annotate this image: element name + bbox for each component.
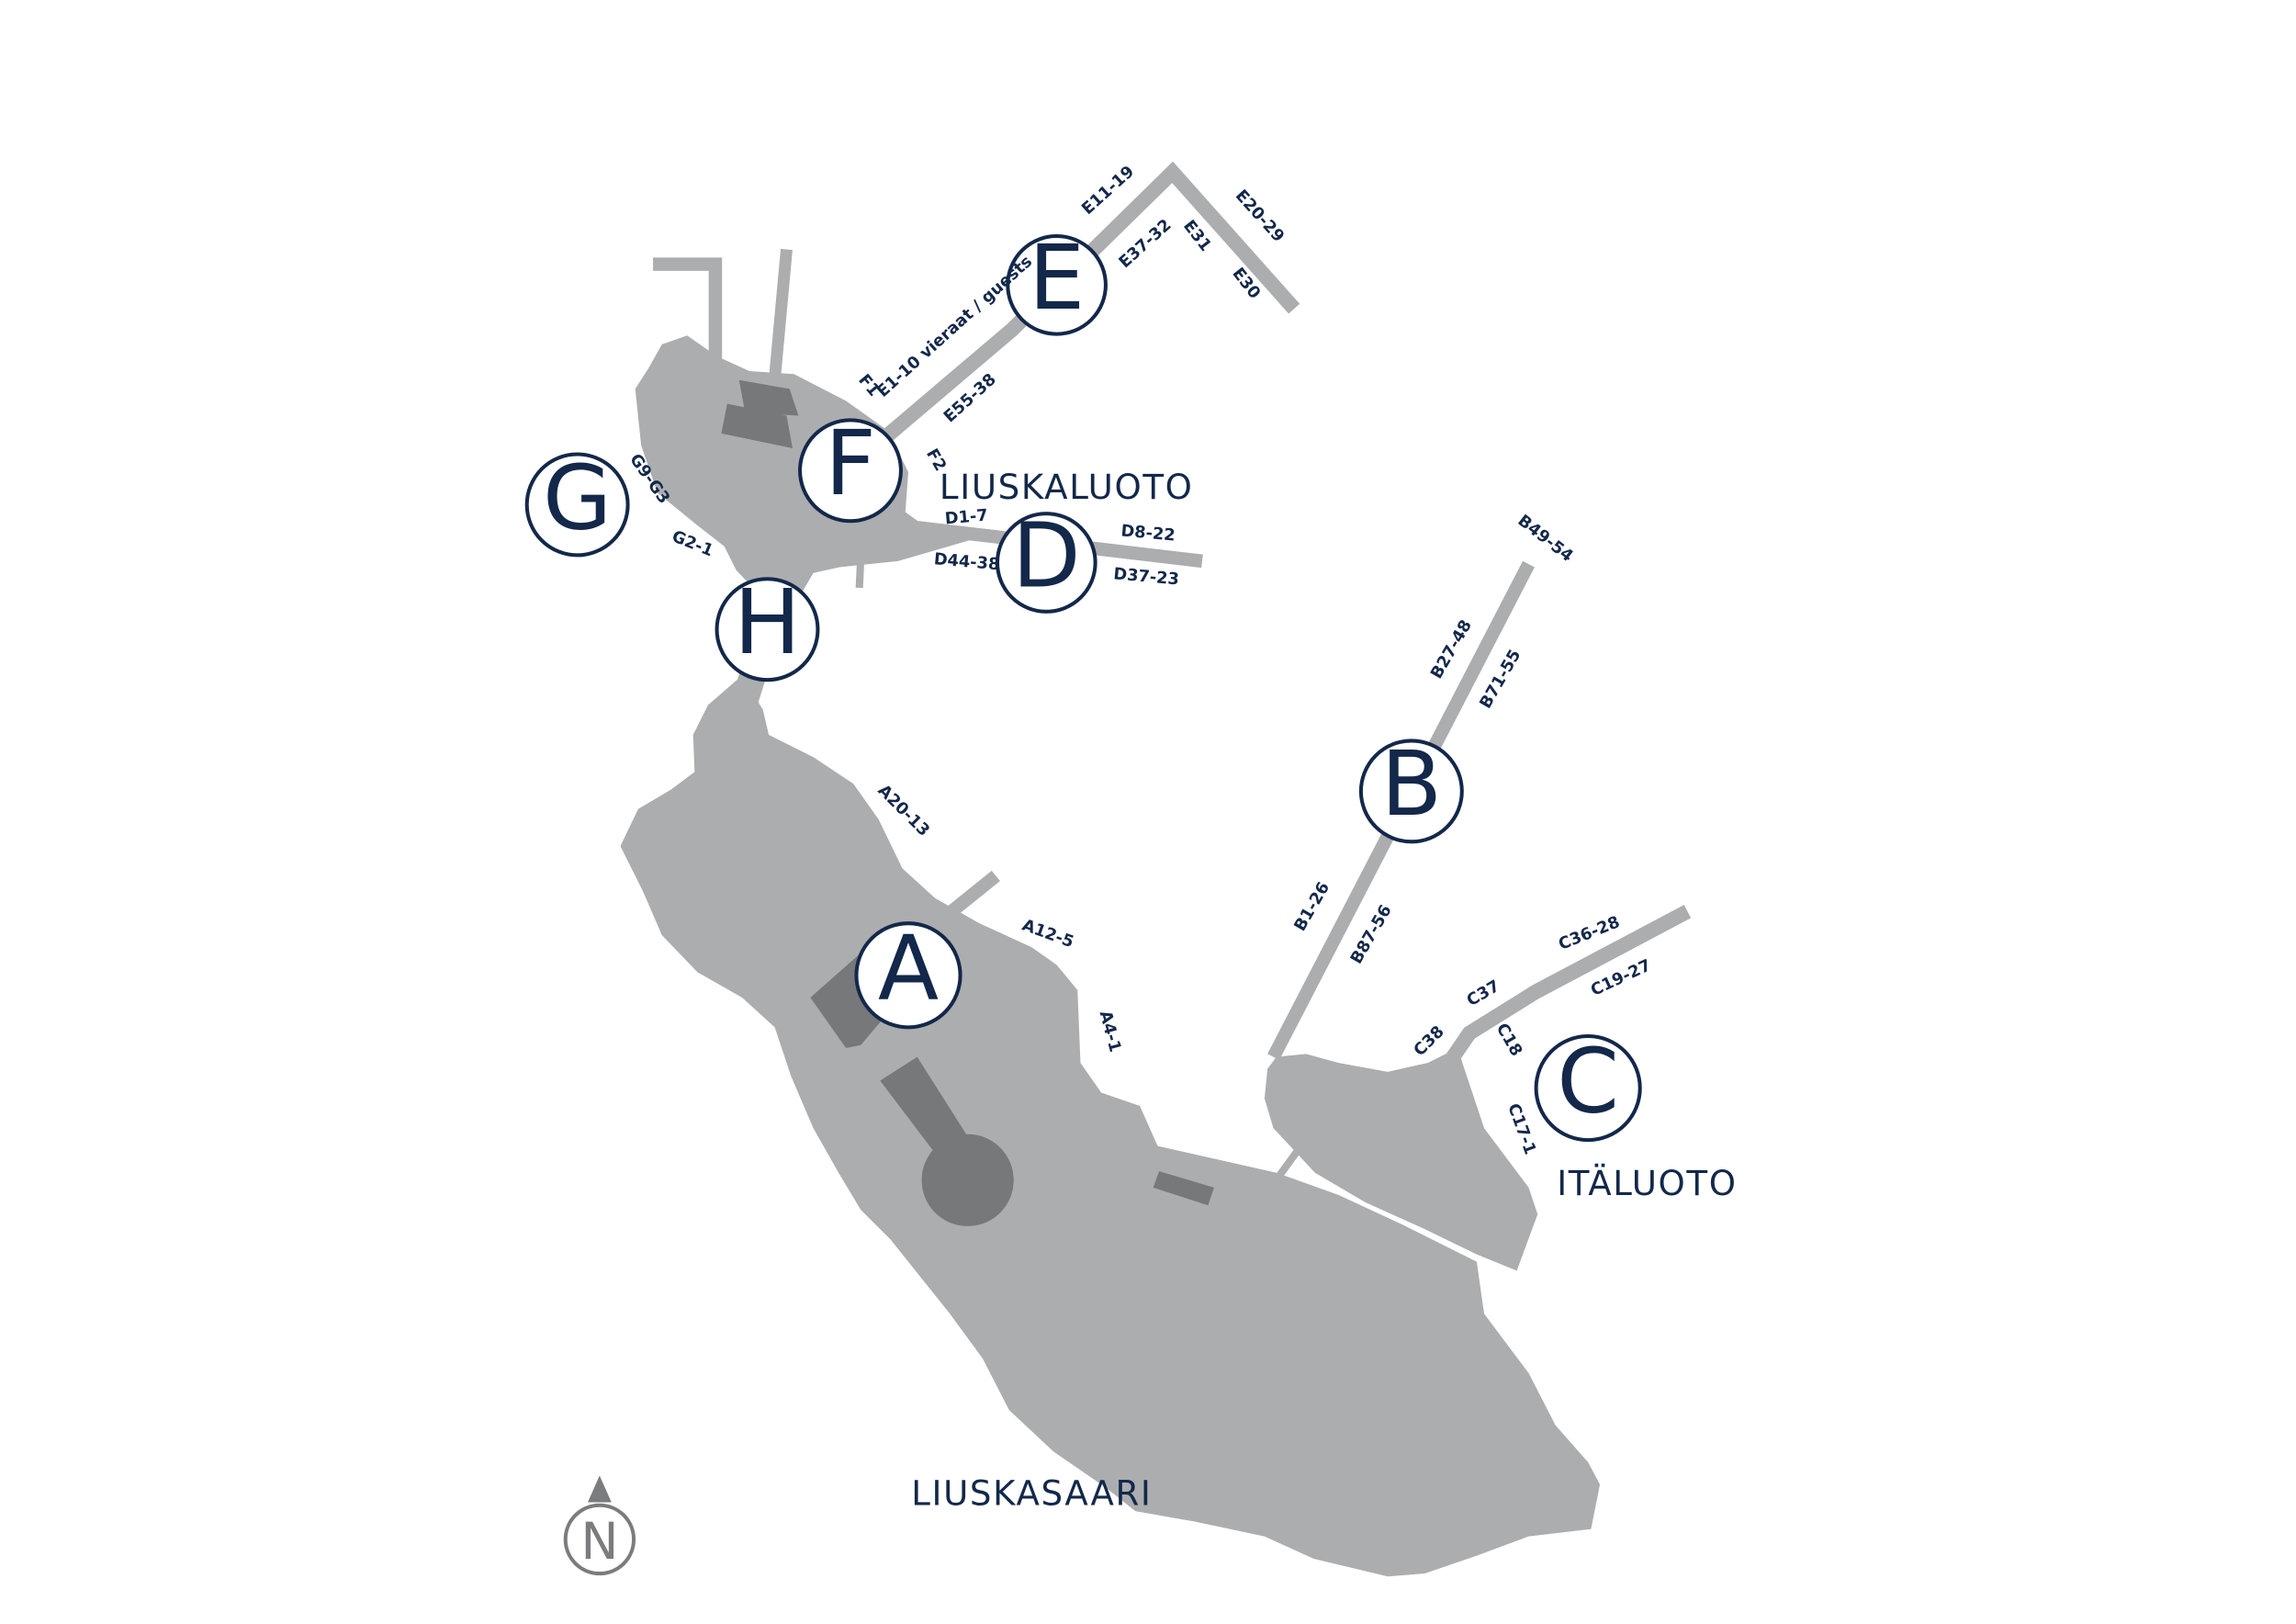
building-f-1 [738, 379, 799, 416]
area-label-liuskaluoto: LIUSKALUOTO [940, 468, 1194, 507]
building-shed [1153, 1171, 1214, 1206]
pier-label-d8-22: D8-22 [1120, 522, 1176, 545]
marker-d-label: D [1012, 503, 1081, 607]
compass-ring-icon [563, 1503, 636, 1576]
marker-c[interactable]: C [1534, 1029, 1642, 1143]
pier-label-b49-54: B49-54 [1514, 512, 1577, 566]
marker-d[interactable]: D [995, 503, 1097, 614]
compass: N [563, 1475, 636, 1576]
marker-f[interactable]: F [798, 412, 903, 524]
pier-north [769, 248, 793, 379]
italuoto-island [1264, 1047, 1538, 1271]
building-f-2 [721, 403, 793, 449]
marker-a-label: A [878, 917, 939, 1021]
pier-label-c18: C18 [1492, 1021, 1525, 1060]
liuskasaari-island [620, 675, 1601, 1577]
pier-label-d37-23: D37-23 [1113, 565, 1180, 589]
marker-f-label: F [825, 412, 876, 515]
pier-label-c37: C37 [1464, 977, 1503, 1010]
area-label-liuskasaari: LIUSKASAARI [911, 1474, 1152, 1514]
pier-connector [1276, 1141, 1307, 1179]
marker-a[interactable]: A [854, 917, 962, 1030]
marker-h-label: H [734, 570, 801, 674]
pier-label-c17-1: C17-1 [1503, 1101, 1538, 1157]
pier-label-b1-26: B1-26 [1291, 879, 1334, 934]
pier-label-f1: F1 [854, 371, 883, 400]
marker-h[interactable]: H [715, 570, 820, 682]
pier-c [1440, 905, 1692, 1070]
pier-northwest-hook [653, 257, 723, 368]
marker-e-label: E [1029, 226, 1085, 330]
marker-b-label: B [1381, 732, 1443, 836]
pier-stub-south [855, 556, 865, 589]
building-a-round [921, 1133, 1014, 1226]
pier-label-c38: C38 [1411, 1022, 1448, 1060]
markers: E F G D H B A C [524, 226, 1642, 1143]
compass-north-label: N [580, 1512, 618, 1571]
pier-label-d44-38: D44-38 [933, 550, 1000, 574]
pier-label-d1-7: D1-7 [944, 506, 988, 528]
marker-g-label: G [543, 445, 612, 549]
marker-g[interactable]: G [524, 445, 630, 558]
area-label-italuoto: ITÄLUOTO [1557, 1164, 1737, 1203]
buildings [721, 379, 1214, 1226]
compass-arrow-icon [587, 1475, 612, 1503]
marker-e[interactable]: E [1006, 226, 1108, 336]
marker-c-label: C [1557, 1029, 1619, 1133]
pier-label-a4-1: A4-1 [1096, 1009, 1124, 1054]
pier-a [945, 870, 1000, 919]
marker-b[interactable]: B [1358, 732, 1464, 844]
pier-stub-g [729, 532, 746, 554]
